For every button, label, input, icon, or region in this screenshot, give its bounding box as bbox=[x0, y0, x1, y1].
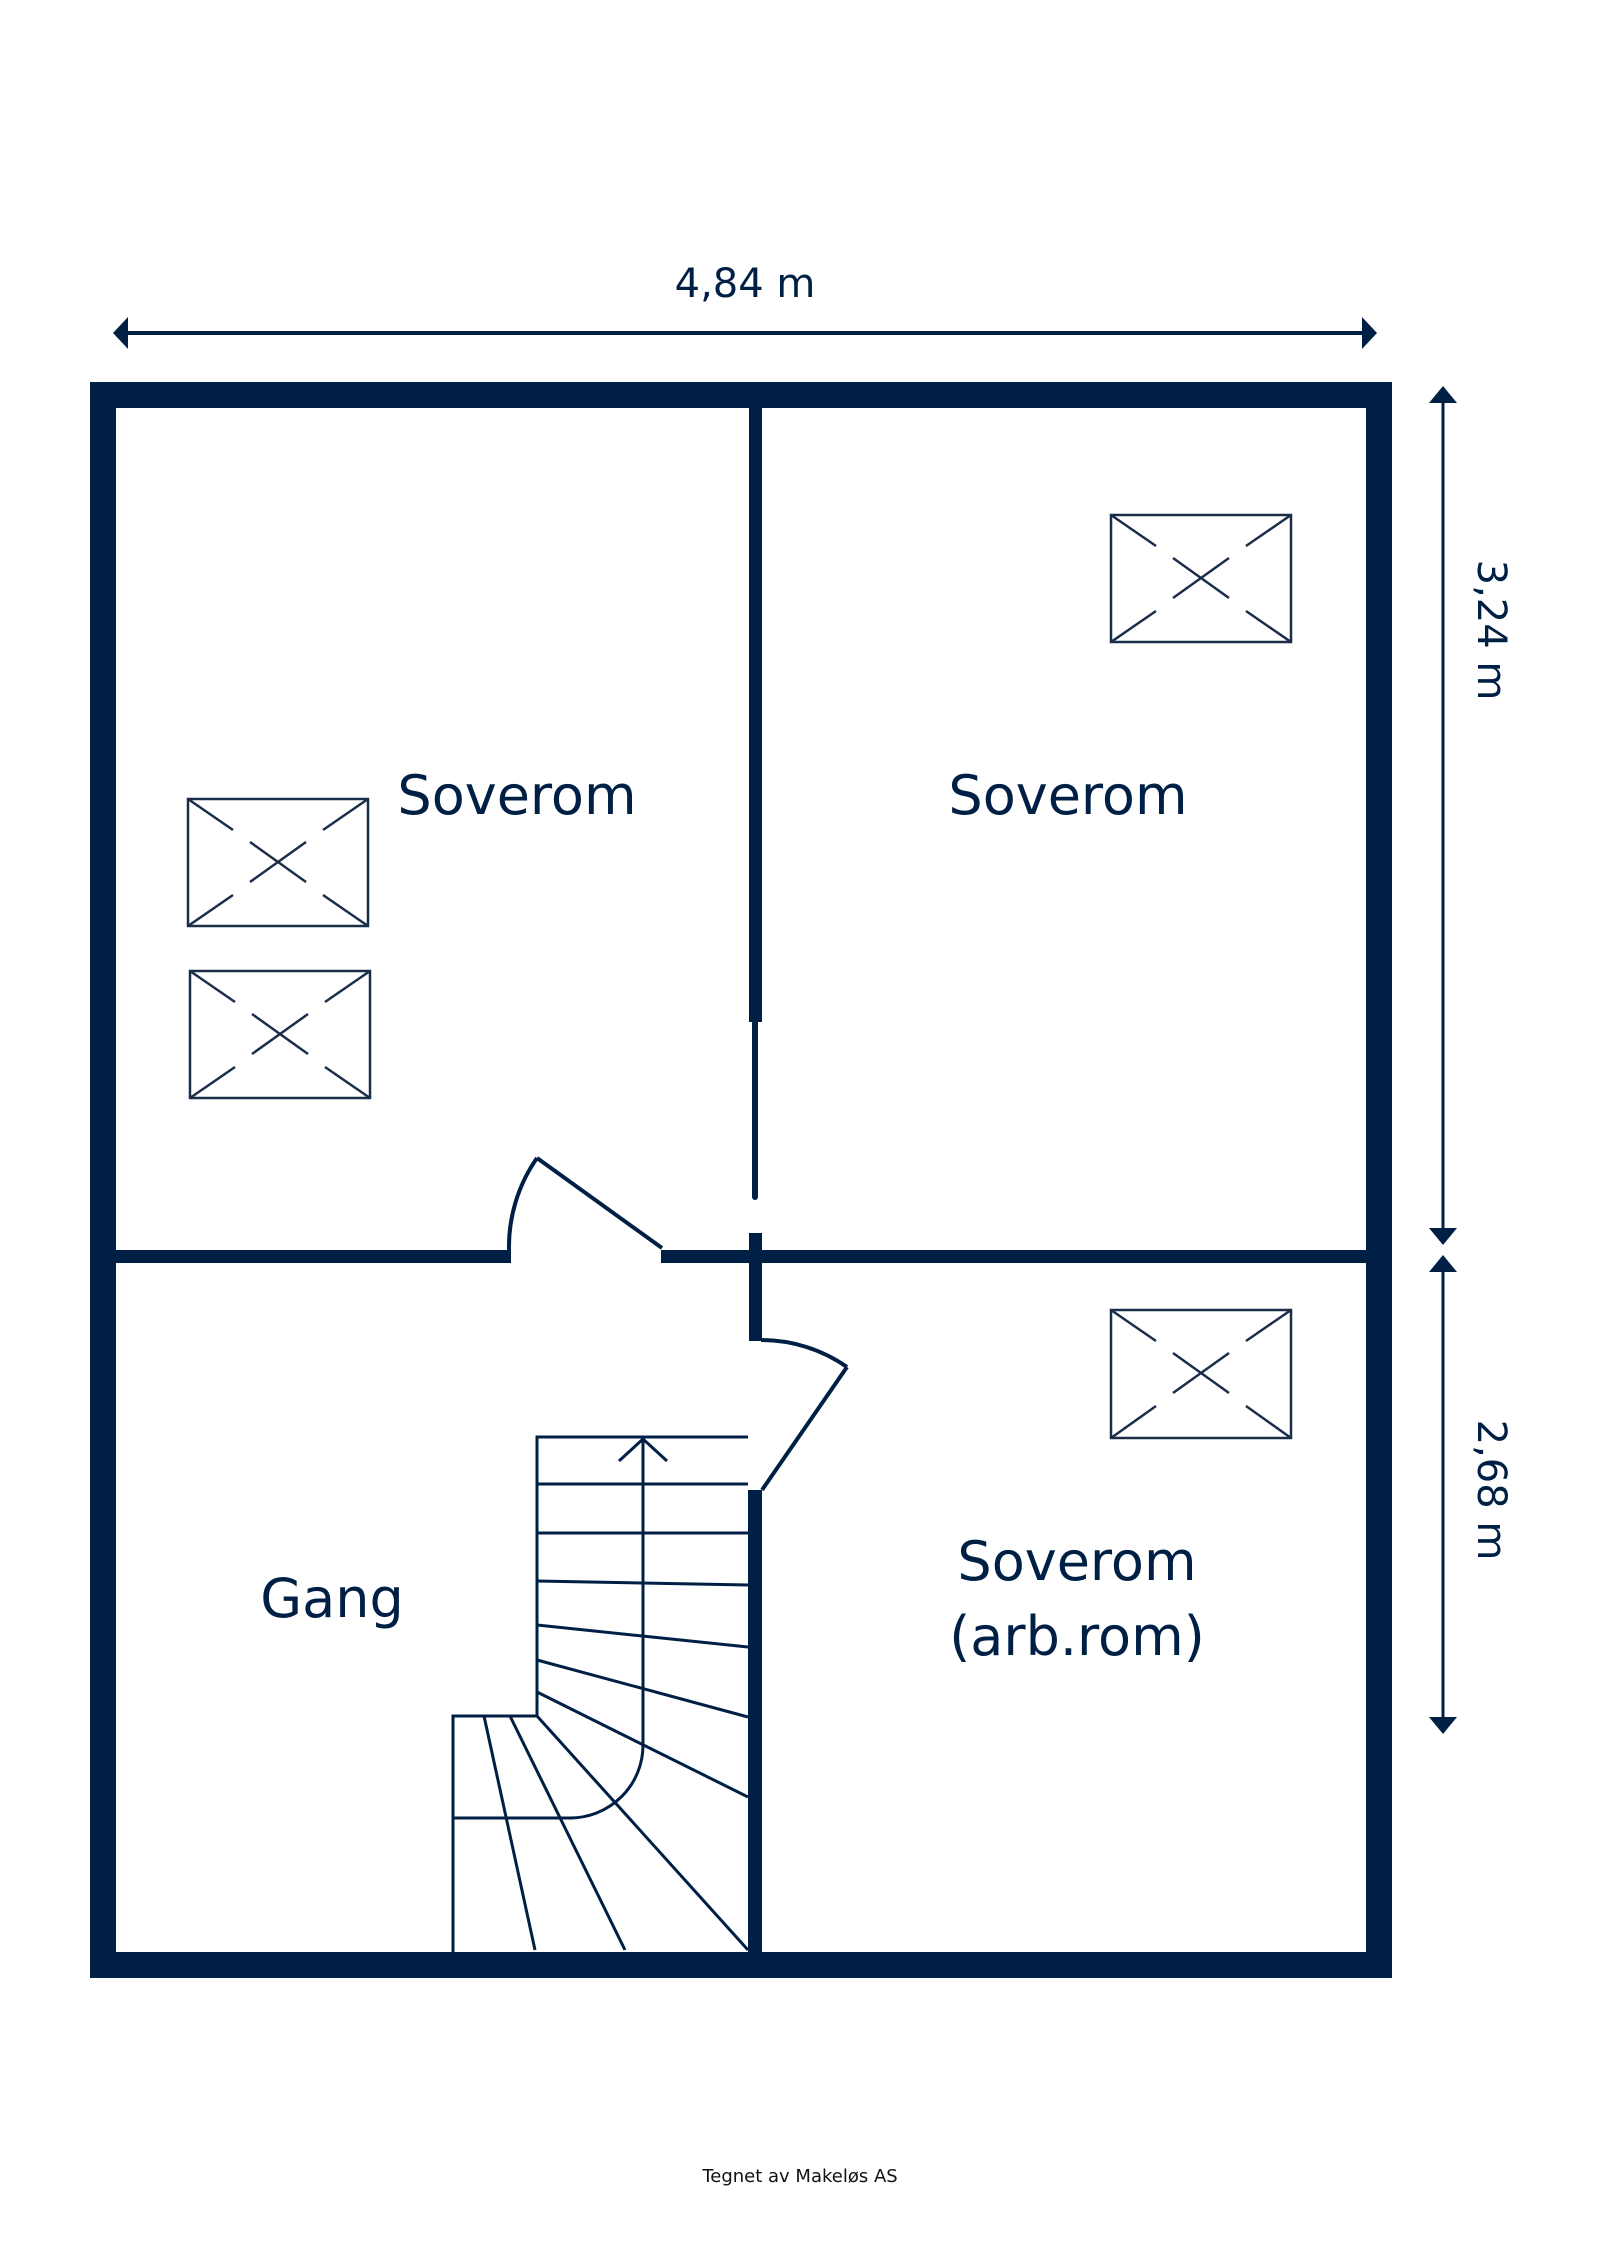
arrow-right-icon bbox=[1362, 317, 1377, 349]
wall-stub bbox=[749, 1233, 762, 1341]
door-leaf bbox=[535, 1156, 664, 1250]
stair-direction-line bbox=[569, 1440, 645, 1820]
arrow-up-icon bbox=[1429, 386, 1457, 403]
window-cross-icon bbox=[1110, 513, 1292, 644]
room-label-bedroom-3: Soverom bbox=[957, 1530, 1196, 1593]
room-label-hallway: Gang bbox=[260, 1567, 403, 1630]
stair-step bbox=[508, 1715, 627, 1951]
window-cross-icon bbox=[1110, 1308, 1292, 1440]
stair-step bbox=[482, 1715, 537, 1951]
interior-walls bbox=[116, 408, 1366, 1952]
door-bedroom-left bbox=[506, 1156, 664, 1251]
window-cross-icon bbox=[189, 969, 371, 1100]
skylight-window-2 bbox=[188, 969, 372, 1100]
door-bedroom-lower-right bbox=[760, 1337, 849, 1492]
staircase bbox=[451, 1435, 750, 1952]
arrow-down-icon bbox=[1429, 1228, 1457, 1245]
room-label-bedroom-3-subtitle: (arb.rom) bbox=[949, 1605, 1205, 1668]
door-arc bbox=[760, 1337, 849, 1369]
height-lower-label: 2,68 m bbox=[1468, 1420, 1514, 1561]
window-cross-icon bbox=[187, 797, 369, 928]
door-leaf bbox=[760, 1365, 849, 1492]
arrow-left-icon bbox=[113, 317, 128, 349]
room-label-bedroom-1: Soverom bbox=[397, 764, 636, 827]
stair-landing-outline bbox=[451, 1714, 537, 1952]
height-lower-dimension: 2,68 m bbox=[1429, 1255, 1514, 1734]
outer-walls bbox=[90, 382, 1392, 1978]
wall-left bbox=[90, 382, 116, 1978]
stair-step bbox=[535, 1714, 750, 1952]
wall-divider-upper bbox=[749, 408, 762, 1022]
skylight-window-4 bbox=[1109, 1308, 1293, 1440]
wall-middle-right bbox=[661, 1250, 1366, 1263]
wall-bottom bbox=[90, 1952, 1392, 1978]
wall-stair bbox=[748, 1490, 762, 1952]
arrow-up-icon bbox=[1429, 1255, 1457, 1272]
height-upper-label: 3,24 m bbox=[1468, 560, 1514, 701]
room-label-bedroom-2: Soverom bbox=[948, 764, 1187, 827]
width-dimension: 4,84 m bbox=[113, 261, 1377, 349]
wall-top bbox=[90, 382, 1392, 408]
wall-right bbox=[1366, 382, 1392, 1978]
arrow-up-icon bbox=[617, 1436, 669, 1463]
door-arc bbox=[506, 1156, 539, 1251]
skylight-window-3 bbox=[1109, 513, 1293, 644]
footer-credit: Tegnet av Makeløs AS bbox=[701, 2166, 897, 2187]
height-upper-dimension: 3,24 m bbox=[1429, 386, 1514, 1245]
skylight-window-1 bbox=[186, 797, 370, 928]
arrow-down-icon bbox=[1429, 1717, 1457, 1734]
wall-middle-left bbox=[116, 1250, 511, 1263]
wall-divider-thin bbox=[752, 1020, 758, 1200]
width-label: 4,84 m bbox=[675, 261, 816, 307]
stair-outline bbox=[535, 1435, 748, 1716]
